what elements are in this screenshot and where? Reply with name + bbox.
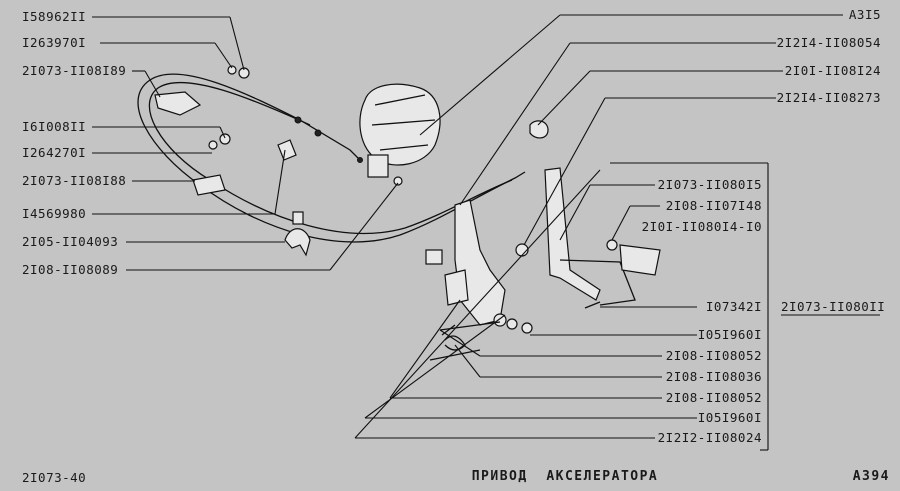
part-label: I264270I: [22, 145, 86, 160]
part-label: 2I08-II08052: [666, 390, 762, 405]
part-label: 2I0I-II080I4-I0: [642, 219, 762, 234]
carburetor: [359, 83, 549, 178]
leader-lines: [92, 14, 843, 451]
diagram-title: ПРИВОД АКСЕЛЕРАТОРА: [472, 469, 659, 484]
part-label: 2I08-II07I48: [666, 198, 762, 213]
part-label: I07342I: [706, 299, 762, 314]
part-label: 2I0I-II08I24: [785, 63, 881, 78]
part-label: 2I2I4-II08273: [777, 90, 881, 105]
bracket-lower: [192, 139, 297, 196]
part-label: 2I05-II04093: [22, 234, 118, 249]
part-label: 2I08-II08089: [22, 262, 118, 277]
sheet-code: A394: [853, 469, 890, 484]
assembly-label: 2I073-II080II: [781, 299, 885, 314]
part-label: 2I08-II08036: [666, 369, 762, 384]
part-label: 2I073-II08I88: [22, 173, 126, 188]
part-label: I58962II: [22, 9, 86, 24]
drawing-code: 2I073-40: [22, 470, 86, 485]
part-label: I05I960I: [698, 410, 762, 425]
pedal-lever: [425, 199, 533, 361]
part-label: 2I073-II08I89: [22, 63, 126, 78]
bracket-upper: [154, 91, 202, 116]
part-label: I05I960I: [698, 327, 762, 342]
part-label: 2I2I4-II08054: [777, 35, 881, 50]
part-label: 2I2I2-II08024: [658, 430, 762, 445]
part-label: I263970I: [22, 35, 86, 50]
part-label: I4569980: [22, 206, 86, 221]
part-label: A3I5: [849, 7, 881, 22]
part-label: I6I008II: [22, 119, 86, 134]
part-label: 2I08-II08052: [666, 348, 762, 363]
cable-clip: [284, 211, 311, 257]
part-label: 2I073-II080I5: [658, 177, 762, 192]
